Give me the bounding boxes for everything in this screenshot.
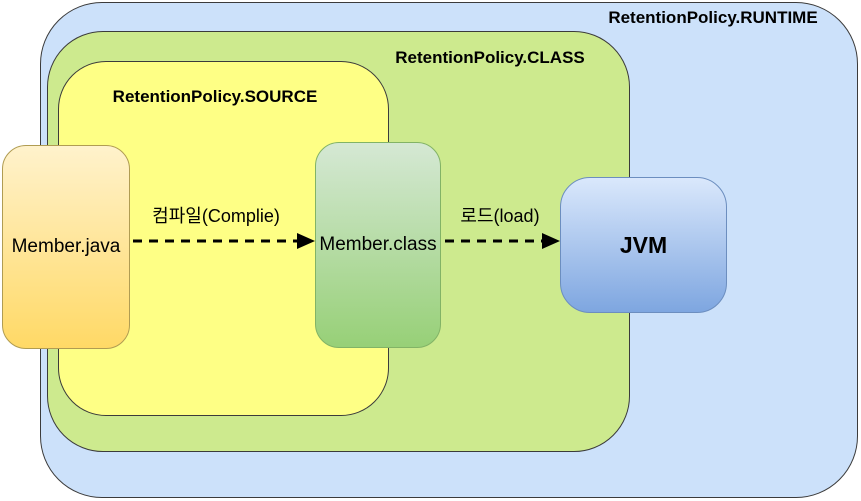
region-label-runtime: RetentionPolicy.RUNTIME bbox=[608, 8, 818, 27]
compile-arrow-icon bbox=[133, 233, 315, 249]
node-jvm: JVM bbox=[560, 177, 727, 313]
node-member-java-label: Member.java bbox=[11, 236, 121, 257]
node-jvm-label: JVM bbox=[619, 231, 668, 258]
node-member-java: Member.java bbox=[2, 145, 130, 349]
node-member-class: Member.class bbox=[315, 142, 441, 348]
compile-arrow-label: 컴파일(Complie) bbox=[152, 206, 280, 226]
load-arrow-label: 로드(load) bbox=[460, 206, 540, 226]
node-member-class-label: Member.class bbox=[319, 234, 437, 255]
region-label-source: RetentionPolicy.SOURCE bbox=[112, 87, 318, 106]
load-arrow-icon bbox=[445, 233, 560, 249]
region-label-class: RetentionPolicy.CLASS bbox=[395, 48, 585, 67]
